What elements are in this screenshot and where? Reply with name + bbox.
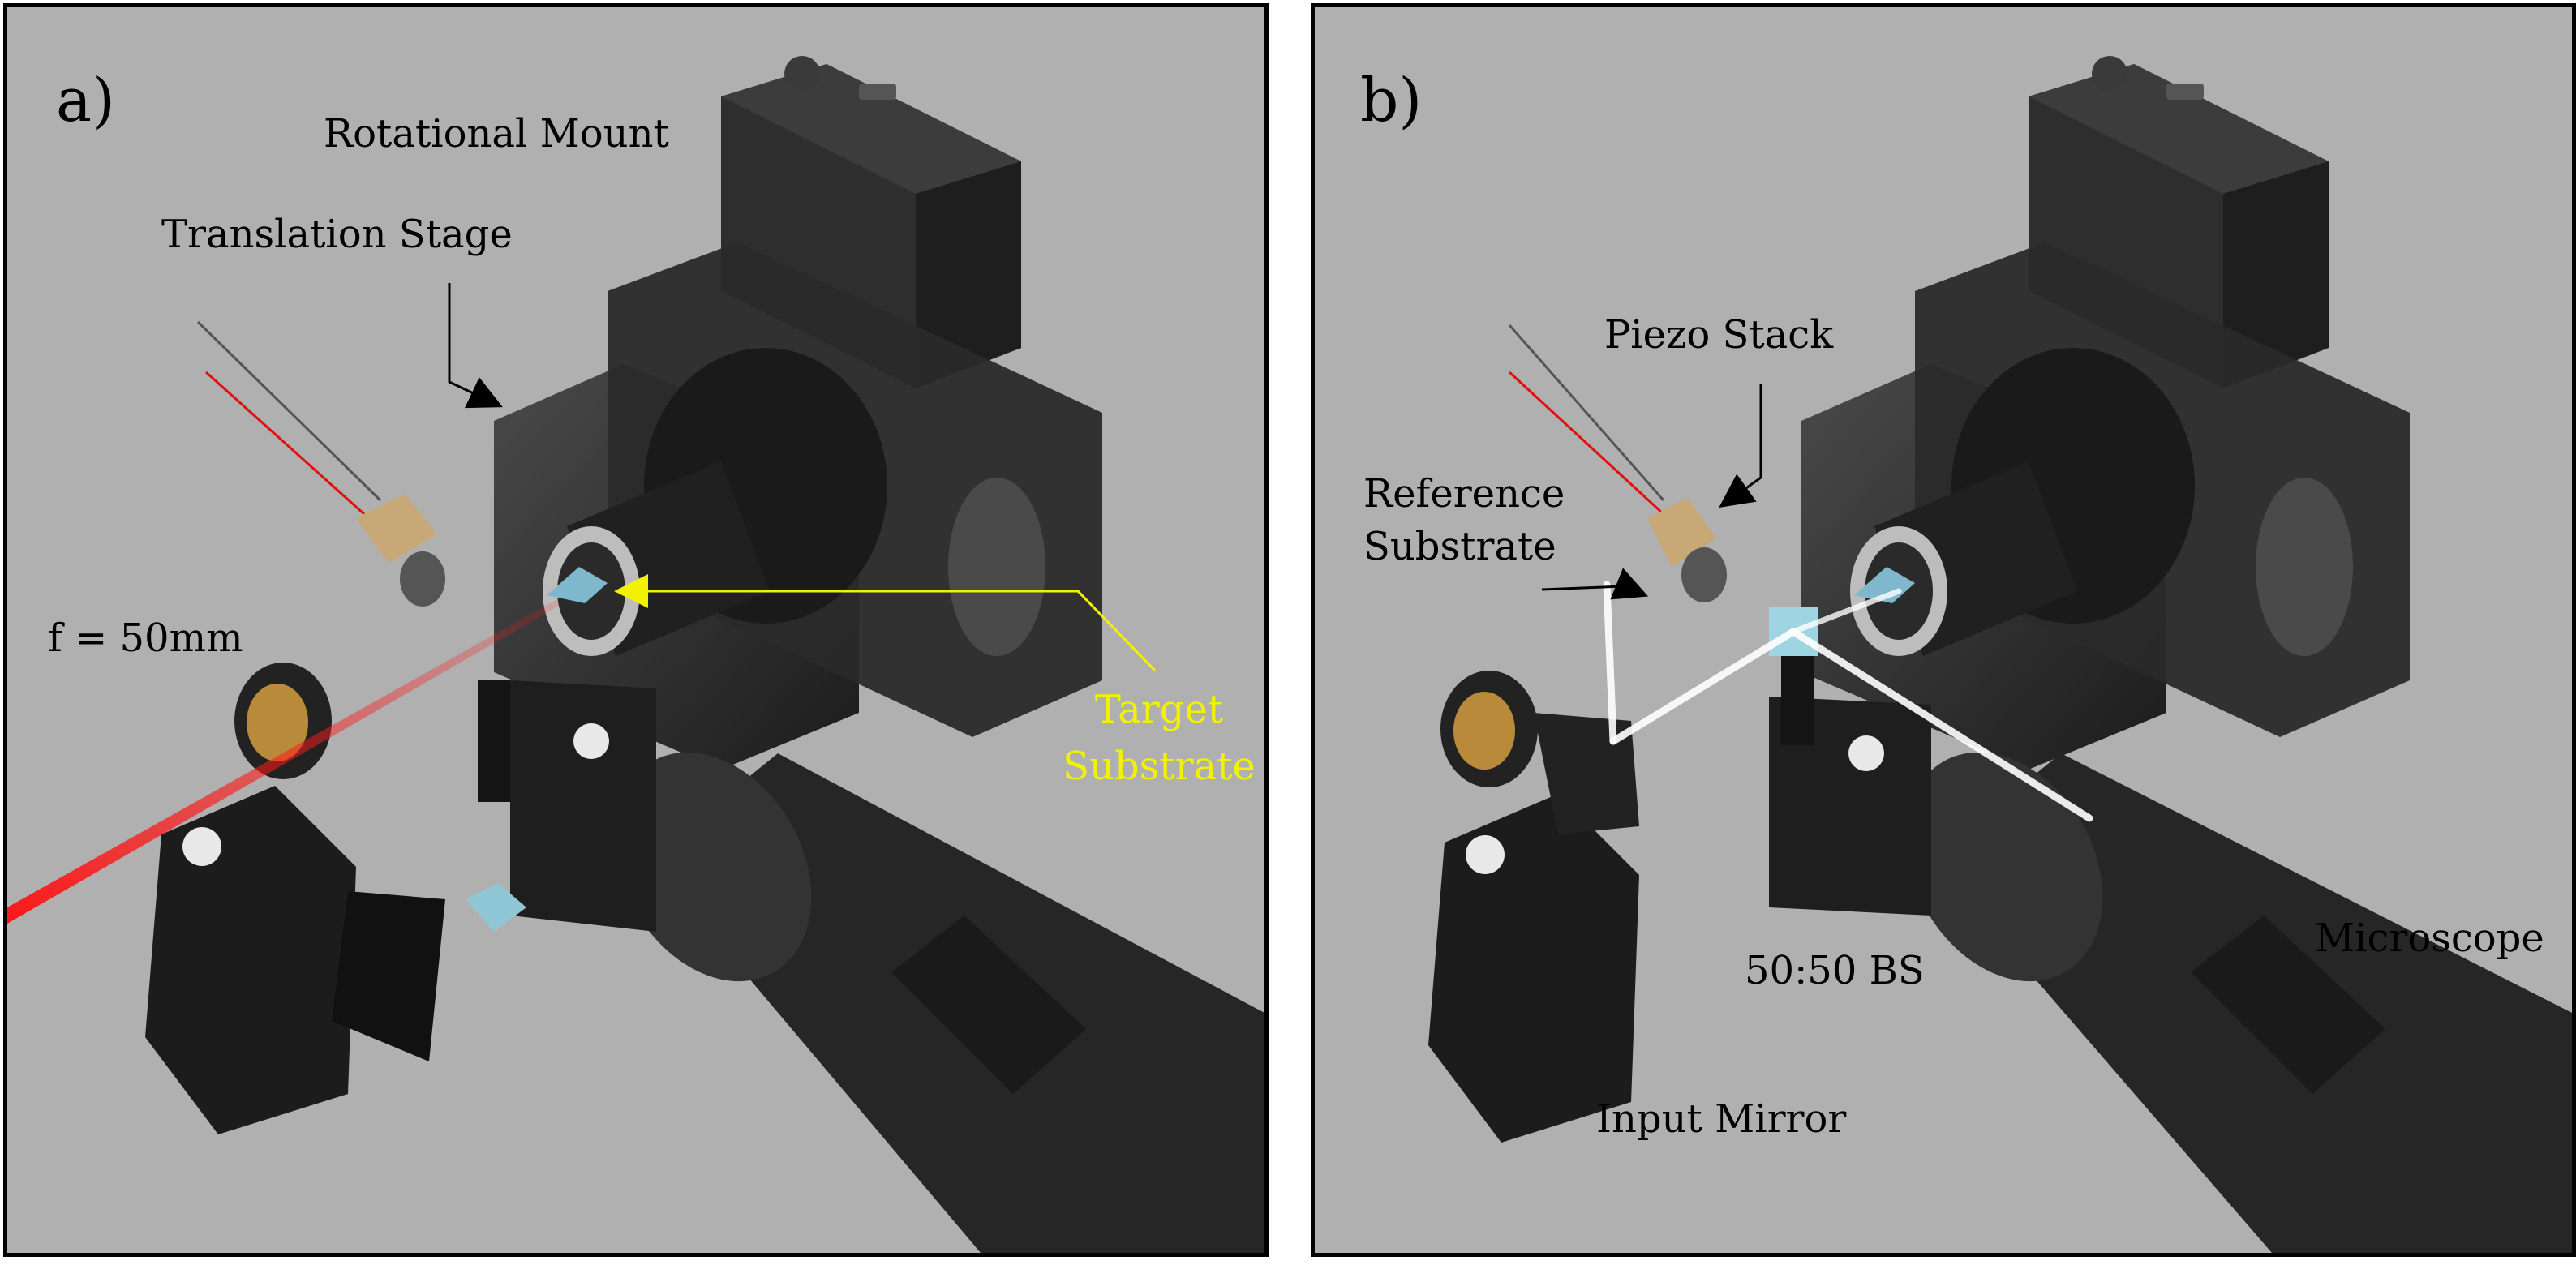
- target-substrate-arrow-icon: [614, 574, 1157, 672]
- label-microscope: Microscope: [2315, 916, 2544, 961]
- reference-substrate-mount: [1681, 547, 1727, 602]
- input-mirror-mount: [1428, 671, 1639, 1143]
- piezo-stack-body: [1647, 498, 1716, 567]
- label-beamsplitter: 50:50 BS: [1745, 948, 1925, 993]
- label-focal-length: f = 50mm: [48, 615, 243, 661]
- label-target-substrate: Target Substrate: [1058, 682, 1260, 795]
- input-mirror-mount: [145, 663, 445, 1134]
- label-target-substrate-line2: Substrate: [1063, 743, 1256, 789]
- fiber-connector: [1508, 324, 1727, 602]
- piezo-stack-arrow-icon: [1719, 384, 1762, 508]
- panel-a: a) Rotational Mount Translation Stage f …: [3, 3, 1269, 1257]
- panel-letter-b: b): [1360, 66, 1423, 135]
- beamsplitter-mount: [466, 680, 656, 932]
- microscope: [1905, 752, 2572, 1253]
- translation-stage: [494, 242, 1102, 770]
- label-reference-substrate-line2: Substrate: [1363, 523, 1556, 569]
- white-beams: [1603, 581, 2093, 822]
- laser-beam: [7, 599, 559, 924]
- panel-b-render: [1428, 56, 2572, 1253]
- panel-b: b) Piezo Stack Reference Substrate 50:50…: [1311, 3, 2576, 1257]
- translation-stage-arrow-icon: [448, 283, 503, 409]
- fiber-connector: [196, 320, 445, 607]
- label-translation-stage: Translation Stage: [161, 212, 513, 257]
- target-substrate-prism: [547, 567, 608, 603]
- microscope: [614, 752, 1264, 1253]
- beamsplitter-mount: [1769, 607, 1931, 916]
- label-reference-substrate: Reference Substrate: [1363, 468, 1574, 573]
- reference-substrate-arrow-icon: [1541, 568, 1649, 600]
- label-input-mirror: Input Mirror: [1596, 1096, 1847, 1142]
- panel-a-render: [7, 56, 1264, 1253]
- label-rotational-mount: Rotational Mount: [324, 111, 669, 157]
- panel-letter-a: a): [56, 66, 115, 135]
- label-reference-substrate-line1: Reference: [1363, 471, 1565, 517]
- target-substrate-prism: [1854, 567, 1915, 603]
- label-target-substrate-line1: Target: [1094, 687, 1224, 732]
- label-piezo-stack: Piezo Stack: [1604, 312, 1834, 358]
